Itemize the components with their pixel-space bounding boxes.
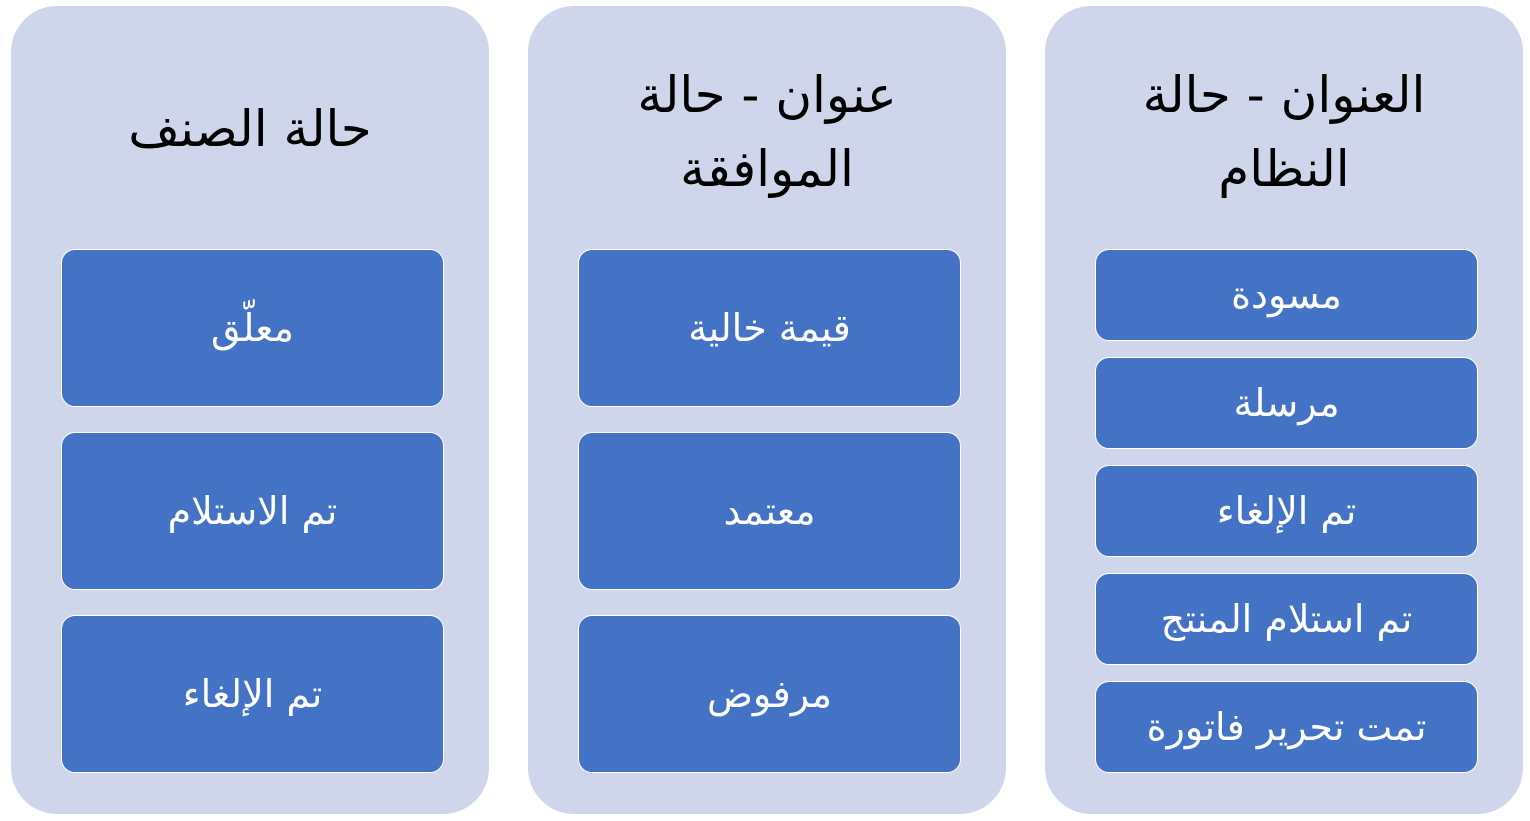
system-status-title: العنوان - حالة النظام — [1045, 58, 1523, 206]
approval-status-rejected-label: مرفوض — [706, 672, 833, 716]
system-status-cancelled-label: تم الإلغاء — [1216, 489, 1357, 533]
approval-status-title-line1: عنوان - حالة — [637, 66, 897, 124]
approval-status-approved-label: معتمد — [723, 489, 816, 533]
approval-status-approved-box: معتمد — [578, 432, 961, 590]
system-status-draft-box: مسودة — [1095, 249, 1478, 341]
approval-status-rejected-box: مرفوض — [578, 615, 961, 773]
approval-status-column: عنوان - حالة الموافقة قيمة خالية معتمد م… — [528, 6, 1006, 814]
system-status-title-line2: النظام — [1218, 140, 1350, 198]
system-status-sent-label: مرسلة — [1233, 381, 1340, 425]
item-status-received-box: تم الاستلام — [61, 432, 444, 590]
item-status-received-label: تم الاستلام — [167, 489, 338, 533]
item-status-cancelled-box: تم الإلغاء — [61, 615, 444, 773]
item-status-title: حالة الصنف — [11, 92, 489, 166]
approval-status-null-label: قيمة خالية — [688, 306, 851, 350]
approval-status-title-line2: الموافقة — [680, 140, 854, 198]
approval-status-null-box: قيمة خالية — [578, 249, 961, 407]
approval-status-title: عنوان - حالة الموافقة — [528, 58, 1006, 206]
system-status-title-line1: العنوان - حالة — [1142, 66, 1426, 124]
system-status-product-received-box: تم استلام المنتج — [1095, 573, 1478, 665]
item-status-pending-box: معلّق — [61, 249, 444, 407]
item-status-cancelled-label: تم الإلغاء — [182, 672, 323, 716]
system-status-product-received-label: تم استلام المنتج — [1160, 597, 1413, 641]
system-status-invoiced-box: تمت تحرير فاتورة — [1095, 681, 1478, 773]
item-status-pending-label: معلّق — [211, 306, 294, 350]
system-status-cancelled-box: تم الإلغاء — [1095, 465, 1478, 557]
system-status-draft-label: مسودة — [1231, 273, 1342, 317]
system-status-invoiced-label: تمت تحرير فاتورة — [1146, 705, 1427, 749]
item-status-column: حالة الصنف معلّق تم الاستلام تم الإلغاء — [11, 6, 489, 814]
item-status-title-text: حالة الصنف — [128, 100, 372, 158]
system-status-sent-box: مرسلة — [1095, 357, 1478, 449]
system-status-column: العنوان - حالة النظام مسودة مرسلة تم الإ… — [1045, 6, 1523, 814]
